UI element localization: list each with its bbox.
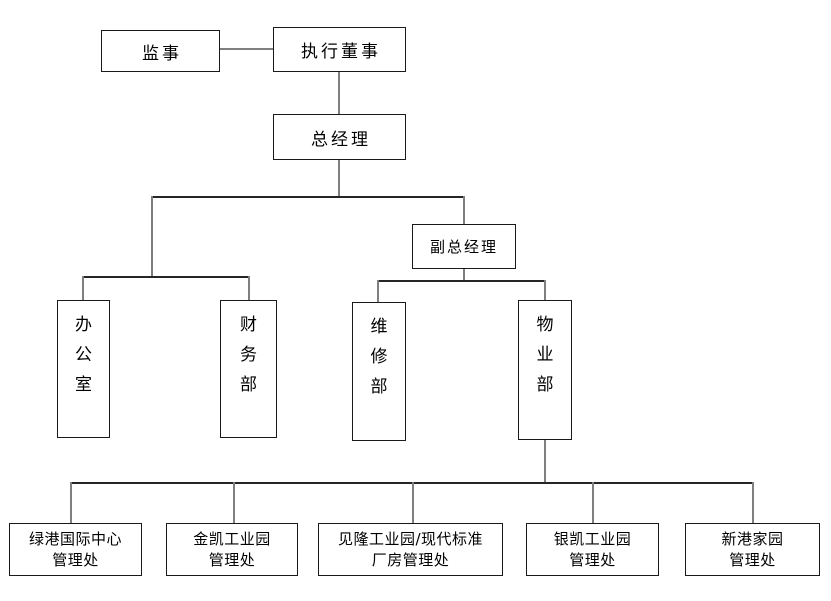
connector-vertical-line [233, 482, 235, 523]
org-node-label: 办 公 室 [75, 315, 92, 395]
org-node-general-manager: 总经理 [273, 114, 406, 160]
org-node-label: 银凯工业园 管理处 [553, 529, 632, 569]
org-node-label: 执行董事 [301, 42, 381, 62]
connector-vertical-line [151, 196, 153, 277]
org-node-label: 副总经理 [429, 238, 498, 256]
org-node-label: 金凯工业园 管理处 [193, 529, 271, 569]
org-node-label: 物 业 部 [536, 315, 554, 395]
org-node-maintenance-dept: 维 修 部 [352, 302, 406, 441]
org-node-yinkai-industrial-park-office: 银凯工业园 管理处 [526, 523, 659, 576]
connector-vertical-line [82, 276, 84, 301]
connector-vertical-line [412, 482, 414, 523]
org-node-label: 财 务 部 [240, 315, 257, 395]
org-node-finance-dept: 财 务 部 [220, 300, 277, 438]
org-node-xingang-homeland-office: 新港家园 管理处 [685, 523, 820, 576]
connector-horizontal-line [151, 196, 465, 198]
connector-vertical-line [70, 482, 72, 523]
org-node-label: 绿港国际中心 管理处 [28, 529, 122, 569]
org-node-supervisor: 监事 [101, 30, 220, 72]
connector-vertical-line [248, 276, 250, 301]
connector-vertical-line [463, 196, 465, 224]
connector-horizontal-line [377, 280, 546, 282]
org-node-property-dept: 物 业 部 [518, 300, 572, 440]
org-node-office: 办 公 室 [57, 300, 110, 438]
org-node-label: 新港家园 管理处 [721, 529, 784, 569]
org-node-lvgang-intl-center-office: 绿港国际中心 管理处 [9, 523, 142, 576]
connector-vertical-line [338, 72, 340, 114]
connector-horizontal-line [220, 48, 273, 50]
connector-vertical-line [592, 482, 594, 523]
connector-vertical-line [544, 440, 546, 483]
org-node-jinkai-industrial-park-office: 金凯工业园 管理处 [166, 523, 298, 576]
connector-vertical-line [544, 280, 546, 301]
org-node-deputy-general-manager: 副总经理 [412, 224, 516, 269]
org-node-label: 总经理 [311, 129, 371, 150]
org-node-label: 维 修 部 [370, 317, 388, 397]
org-node-executive-director: 执行董事 [273, 27, 406, 72]
connector-vertical-line [377, 280, 379, 303]
connector-vertical-line [338, 160, 340, 197]
org-node-label: 见隆工业园/现代标准 厂房管理处 [337, 529, 484, 569]
org-node-label: 监事 [142, 43, 182, 64]
connector-vertical-line [752, 482, 754, 523]
connector-vertical-line [463, 269, 465, 282]
connector-horizontal-line [82, 276, 250, 278]
org-node-jianlong-industrial-park-office: 见隆工业园/现代标准 厂房管理处 [318, 523, 503, 576]
